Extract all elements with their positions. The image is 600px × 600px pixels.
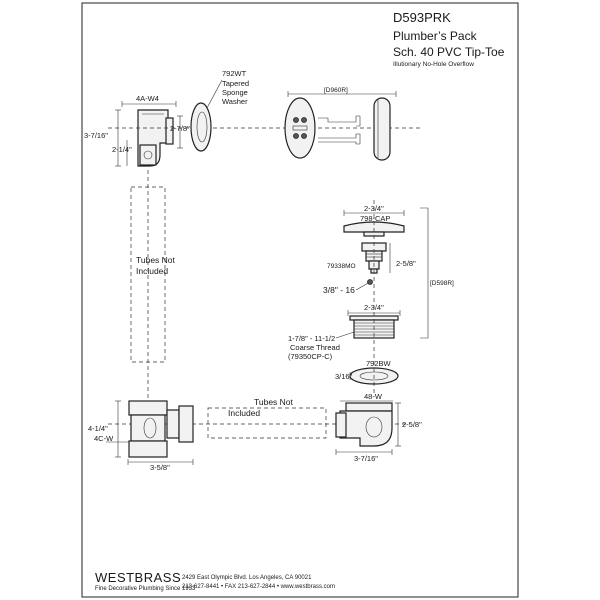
- vertical-tube-note-1: Tubes Not: [136, 255, 176, 265]
- elbow-low-dim: 2-1/4": [112, 145, 132, 154]
- bottom-washer-dim: 3/16": [335, 372, 353, 381]
- washer-desc-3: Washer: [222, 97, 248, 106]
- waste-elbow: [137, 109, 174, 167]
- tee-side-dim: 4-1/4": [88, 424, 108, 433]
- drain-ell-part-label: 48-W: [364, 392, 383, 401]
- washer-part-label: 792WT: [222, 69, 247, 78]
- overflow-plate: [284, 97, 391, 161]
- brand-tagline: Fine Decorative Plumbing Since 1933: [95, 586, 196, 592]
- title-line-1: Plumber’s Pack: [393, 29, 478, 43]
- drain-ell-bottom-dim: 3-7/16": [354, 454, 378, 463]
- tee-part-label: 4C-W: [94, 434, 114, 443]
- large-thread-label-2: Coarse Thread: [290, 343, 340, 352]
- stopper-dim: 2-5/8": [396, 259, 416, 268]
- kit-part-label: [D598R]: [430, 280, 454, 287]
- elbow-right-dim: 2-7/8": [170, 124, 190, 133]
- washer-desc-2: Sponge: [222, 88, 248, 97]
- overflow-plate-label: [D960R]: [324, 87, 348, 94]
- model-number: D593PRK: [393, 10, 451, 25]
- drain-ell: [335, 402, 393, 447]
- vertical-tube-note-2: Included: [136, 266, 168, 276]
- bottom-washer-part-label: 792BW: [366, 359, 392, 368]
- horizontal-tube: [207, 407, 327, 439]
- title-line-3: Illutionary No-Hole Overflow: [393, 61, 474, 68]
- elbow-height-dim: 3-7/16": [84, 131, 108, 140]
- diagram-border: [81, 2, 519, 598]
- cap-part-label: 798-CAP: [360, 214, 390, 223]
- company-address: 2429 East Olympic Blvd. Los Angeles, CA …: [182, 575, 312, 581]
- large-thread-label-3: (79350CP-C): [288, 352, 333, 361]
- washer-desc-1: Tapered: [222, 79, 249, 88]
- stopper-part-label: 79338MO: [327, 263, 356, 270]
- company-contact: 213-627-8441 • FAX 213-627-2844 • www.we…: [182, 584, 335, 590]
- horizontal-tube-note-2: Included: [228, 408, 260, 418]
- waste-tee: [128, 400, 194, 458]
- title-line-2: Sch. 40 PVC Tip-Toe: [393, 45, 505, 59]
- drain-ell-side-dim: 2-5/8": [402, 420, 422, 429]
- small-thread-label: 3/8" - 16: [323, 285, 355, 295]
- tapered-sponge-washer: [190, 102, 212, 152]
- brand-logo: WESTBRASS: [95, 570, 181, 585]
- vertical-tube: [130, 186, 166, 363]
- horizontal-tube-note-1: Tubes Not: [254, 397, 294, 407]
- large-thread-label-1: 1-7/8" - 11-1/2: [288, 334, 335, 343]
- elbow-part-label: 4A-W4: [136, 94, 159, 103]
- tee-bottom-dim: 3-5/8": [150, 463, 170, 472]
